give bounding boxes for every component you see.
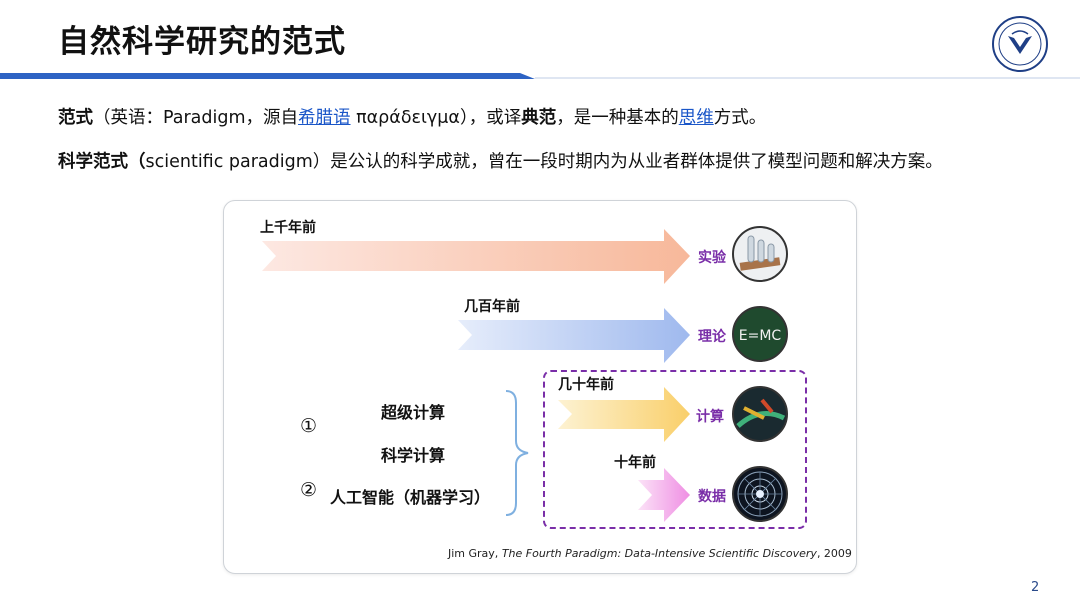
paradigm-theory: 理论 <box>698 329 726 345</box>
era-time-1: 上千年前 <box>260 220 316 236</box>
definition-text-2: παράδειγμα），或译 <box>350 108 522 128</box>
arrow-theory <box>458 308 690 363</box>
definition-text-3: ，是一种基本的 <box>556 108 679 128</box>
definition-text-4: 方式。 <box>713 108 767 128</box>
paradigm-computation: 计算 <box>696 409 724 425</box>
tech-scientific-computing: 科学计算 <box>381 446 446 465</box>
link-thinking[interactable]: 思维 <box>678 108 714 128</box>
citation: Jim Gray, The Fourth Paradigm: Data-Inte… <box>448 547 852 560</box>
term-canon: 典范 <box>521 108 557 128</box>
tech-ai-ml: 人工智能（机器学习） <box>330 488 491 507</box>
page-number: 2 <box>1031 580 1040 595</box>
link-greek[interactable]: 希腊语 <box>298 108 351 128</box>
emc-formula: E=MC <box>739 328 782 344</box>
definition-text-1: （英语：Paradigm，源自 <box>93 108 299 128</box>
arrow-data <box>638 468 690 522</box>
marker-2: ② <box>300 479 318 501</box>
paradigm-definition: 范式（英语：Paradigm，源自希腊语 παράδειγμα），或译典范，是一… <box>58 104 766 129</box>
paradigm-arrows <box>262 229 690 522</box>
citation-author: Jim Gray, <box>448 547 502 560</box>
university-logo <box>992 16 1048 72</box>
tech-supercomputing: 超级计算 <box>381 403 446 422</box>
term-scientific-paradigm: 科学范式（ <box>58 152 146 172</box>
paradigm-experiment: 实验 <box>698 250 726 266</box>
simulation-icon <box>732 386 788 442</box>
citation-work: The Fourth Paradigm: Data-Intensive Scie… <box>501 547 817 560</box>
era-time-4: 十年前 <box>614 455 656 471</box>
era-time-2: 几百年前 <box>464 299 520 315</box>
brace <box>505 390 529 516</box>
scientific-paradigm-text: scientific paradigm）是公认的科学成就，曾在一段时期内为从业者… <box>145 152 943 172</box>
computation-data-group <box>543 370 807 529</box>
data-sphere-icon <box>732 466 788 522</box>
paradigm-diagram: 上千年前 几百年前 几十年前 十年前 实验 理论 计算 数据 E=MC <box>223 200 857 574</box>
chalkboard-emc-icon: E=MC <box>732 306 788 362</box>
era-time-3: 几十年前 <box>558 377 614 393</box>
marker-1: ① <box>300 415 318 437</box>
term-paradigm: 范式 <box>58 108 93 128</box>
lab-equipment-icon <box>732 226 788 282</box>
title-underline-bar <box>0 73 1080 79</box>
paradigm-data: 数据 <box>698 489 726 505</box>
citation-year: , 2009 <box>816 547 852 560</box>
scientific-paradigm-definition: 科学范式（scientific paradigm）是公认的科学成就，曾在一段时期… <box>58 148 943 173</box>
arrow-computation <box>558 387 690 442</box>
slide-title: 自然科学研究的范式 <box>58 24 346 60</box>
arrow-experiment <box>262 229 690 284</box>
